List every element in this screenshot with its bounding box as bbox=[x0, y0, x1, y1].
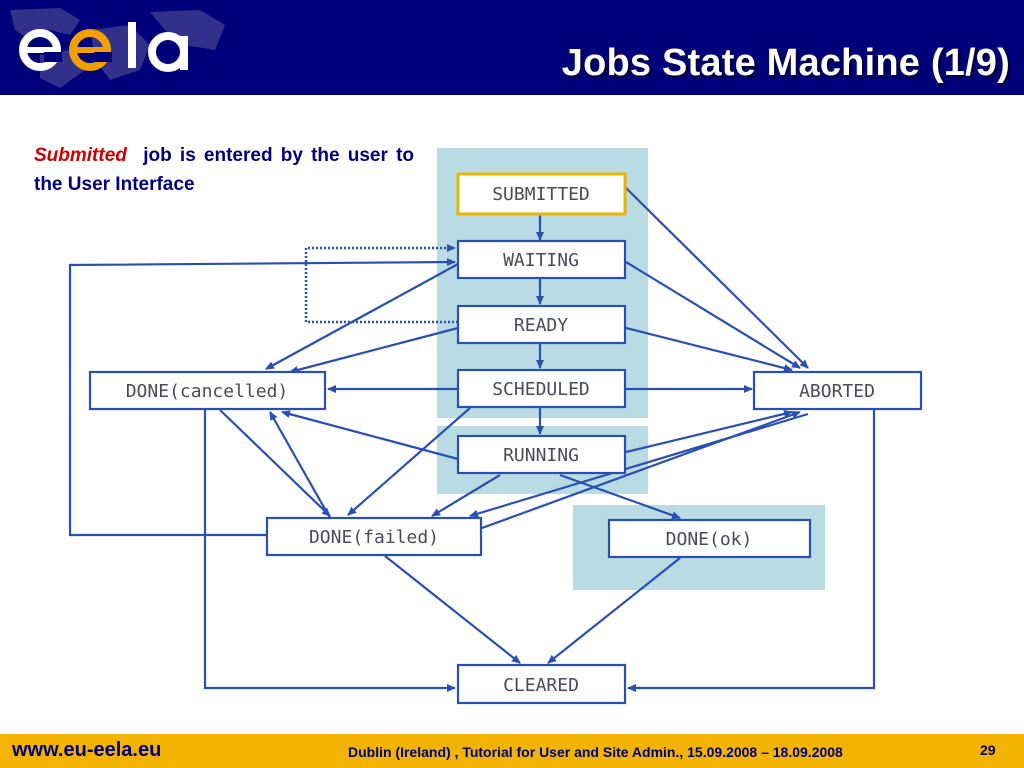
state-label-done-ok: DONE(ok) bbox=[666, 529, 753, 550]
arrow-doneok-cleared bbox=[547, 557, 681, 664]
arrow-cancelled-failed bbox=[219, 409, 331, 517]
footer-event-text: Dublin (Ireland) , Tutorial for User and… bbox=[348, 744, 843, 760]
page-number: 29 bbox=[980, 742, 996, 758]
slide-title: Jobs State Machine (1/9) bbox=[561, 42, 1010, 84]
header-bar: Jobs State Machine (1/9) bbox=[0, 0, 1024, 95]
arrow-failed-cancelled bbox=[269, 411, 331, 519]
state-label-waiting: WAITING bbox=[503, 250, 579, 271]
state-label-scheduled: SCHEDULED bbox=[492, 379, 590, 400]
state-scheduled: SCHEDULED bbox=[456, 368, 627, 409]
state-done-cancelled: DONE(cancelled) bbox=[88, 370, 327, 411]
state-running: RUNNING bbox=[456, 434, 627, 475]
state-aborted: ABORTED bbox=[752, 370, 923, 411]
state-label-done-failed: DONE(failed) bbox=[309, 527, 439, 548]
state-machine-diagram: SUBMITTED WAITING READY SCHEDULED RUNNIN… bbox=[68, 148, 923, 705]
state-label-running: RUNNING bbox=[503, 445, 579, 466]
arrow-scheduled-failed bbox=[347, 407, 471, 516]
intro-highlight: Submitted bbox=[34, 145, 127, 166]
eela-logo bbox=[10, 8, 225, 88]
arrow-ready-aborted bbox=[625, 326, 793, 372]
arrow-ready-cancelled bbox=[289, 326, 459, 374]
arrow-waiting-aborted bbox=[625, 261, 801, 369]
state-done-ok: DONE(ok) bbox=[607, 518, 812, 559]
intro-text: Submitted job is entered by the user to … bbox=[34, 141, 414, 199]
arrow-failed-cleared bbox=[384, 555, 521, 664]
dotted-loop-ready-waiting bbox=[304, 244, 458, 324]
state-done-failed: DONE(failed) bbox=[265, 516, 483, 557]
arrow-waiting-cancelled bbox=[265, 263, 459, 370]
state-label-done-cancelled: DONE(cancelled) bbox=[126, 381, 289, 402]
arrow-failed-waiting bbox=[68, 258, 456, 537]
footer-bar: www.eu-eela.eu Dublin (Ireland) , Tutori… bbox=[0, 734, 1024, 768]
arrow-running-cancelled bbox=[281, 410, 459, 461]
state-waiting: WAITING bbox=[456, 239, 627, 280]
state-submitted: SUBMITTED bbox=[456, 172, 627, 216]
footer-url-link[interactable]: www.eu-eela.eu bbox=[12, 739, 162, 761]
arrow-aborted-failed bbox=[469, 412, 809, 518]
state-ready: READY bbox=[456, 304, 627, 345]
arrow-running-doneok bbox=[559, 473, 681, 520]
arrow-running-failed bbox=[431, 474, 501, 517]
state-label-ready: READY bbox=[514, 315, 568, 336]
arrow-cancelled-cleared bbox=[203, 410, 456, 692]
state-label-cleared: CLEARED bbox=[503, 675, 579, 696]
state-cleared: CLEARED bbox=[456, 663, 627, 705]
state-label-submitted: SUBMITTED bbox=[492, 184, 590, 205]
intro-body: job is entered by the user to the User I… bbox=[34, 145, 414, 195]
state-label-aborted: ABORTED bbox=[799, 381, 875, 402]
arrow-submitted-aborted bbox=[625, 187, 809, 369]
arrow-aborted-cleared bbox=[627, 410, 876, 692]
arrow-running-aborted bbox=[625, 409, 793, 454]
